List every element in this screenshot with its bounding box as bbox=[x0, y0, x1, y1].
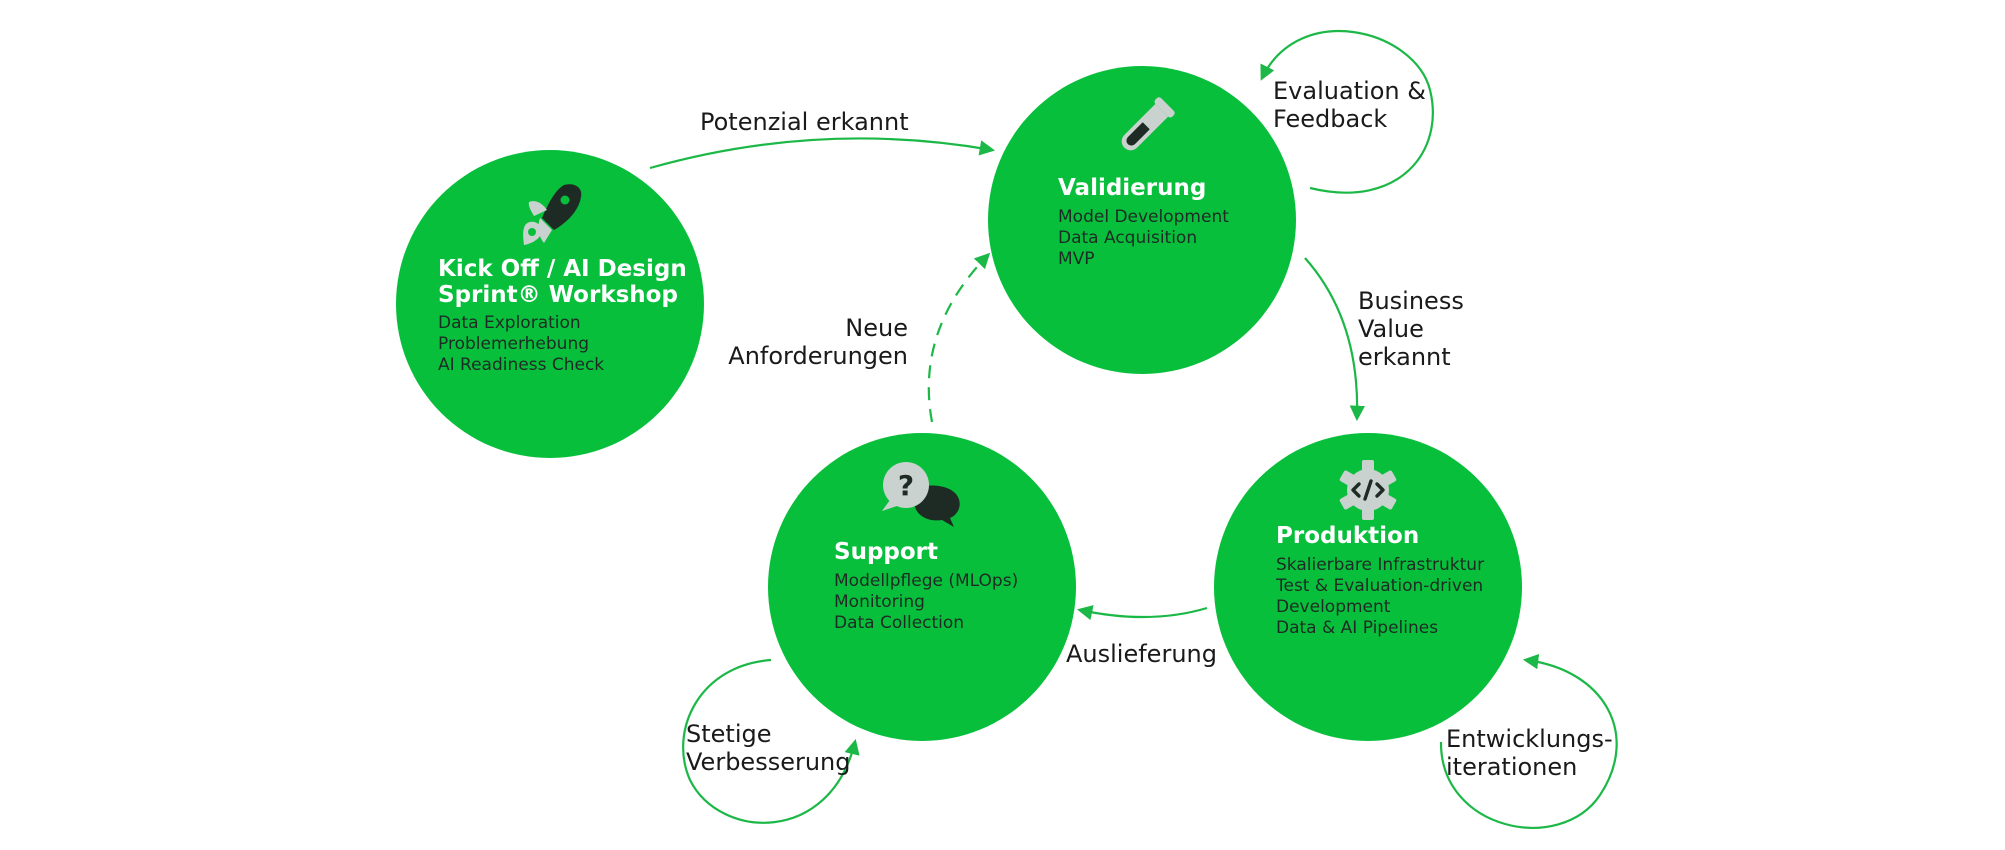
node-support-items: Modellpflege (MLOps) Monitoring Data Col… bbox=[834, 571, 1018, 634]
node-validation-item: Data Acquisition bbox=[1058, 228, 1198, 248]
label-business-value-line: Value bbox=[1358, 315, 1424, 343]
node-validation-items: Model Development Data Acquisition MVP bbox=[1058, 207, 1229, 270]
label-continuous-improvement-line: Verbesserung bbox=[686, 748, 851, 776]
node-support-item: Data Collection bbox=[834, 613, 965, 633]
node-production-title: Produktion bbox=[1276, 523, 1420, 549]
label-continuous-improvement-line: Stetige bbox=[686, 720, 772, 748]
node-validation-item: MVP bbox=[1058, 249, 1095, 269]
loop-continuous-improvement bbox=[682, 658, 860, 824]
node-production-item: Data & AI Pipelines bbox=[1276, 618, 1439, 638]
node-kickoff-items: Data Exploration Problemerhebung AI Read… bbox=[438, 313, 604, 376]
label-business-value: Business Value erkannt bbox=[1358, 287, 1464, 371]
label-new-requirements-line: Neue bbox=[845, 314, 908, 342]
node-kickoff-item: Problemerhebung bbox=[438, 334, 590, 354]
label-new-requirements-line: Anforderungen bbox=[728, 342, 908, 370]
label-continuous-improvement: Stetige Verbesserung bbox=[686, 720, 850, 776]
node-support: ? Support Modellpflege (MLOps) Monitorin… bbox=[768, 433, 1076, 741]
node-kickoff-title: Kick Off / AI Design Sprint® Workshop bbox=[438, 256, 687, 308]
label-development-iterations-line: Entwicklungs- bbox=[1446, 725, 1613, 753]
arrow-potential bbox=[649, 137, 996, 170]
node-production-item: Test & Evaluation-driven bbox=[1276, 576, 1484, 596]
node-support-item: Modellpflege (MLOps) bbox=[834, 571, 1019, 591]
node-kickoff: Kick Off / AI Design Sprint® Workshop Da… bbox=[396, 150, 704, 458]
label-delivery: Auslieferung bbox=[1066, 640, 1217, 668]
label-evaluation-feedback-line: Feedback bbox=[1273, 105, 1388, 133]
node-production: Produktion Skalierbare Infrastruktur Tes… bbox=[1214, 433, 1522, 741]
question-chat-icon: ? bbox=[882, 462, 960, 527]
loop-evaluation-feedback bbox=[1260, 30, 1434, 194]
label-business-value-line: erkannt bbox=[1358, 343, 1451, 371]
arrow-business-value bbox=[1304, 257, 1366, 422]
label-evaluation-feedback: Evaluation & Feedback bbox=[1273, 77, 1426, 133]
node-production-items: Skalierbare Infrastruktur Test & Evaluat… bbox=[1276, 555, 1484, 639]
label-evaluation-feedback-line: Evaluation & bbox=[1273, 77, 1426, 105]
label-development-iterations: Entwicklungs- iterationen bbox=[1446, 725, 1613, 781]
node-validation-title: Validierung bbox=[1058, 175, 1207, 201]
test-tube-icon bbox=[1121, 97, 1175, 151]
arrow-delivery bbox=[1076, 605, 1208, 621]
node-kickoff-item: AI Readiness Check bbox=[438, 355, 605, 375]
node-validation-item: Model Development bbox=[1058, 207, 1229, 227]
loop-development-iterations bbox=[1439, 653, 1618, 829]
node-production-item: Development bbox=[1276, 597, 1391, 617]
code-gear-icon bbox=[1339, 460, 1397, 520]
arrow-new-requirements bbox=[927, 252, 991, 423]
node-support-title: Support bbox=[834, 539, 939, 565]
label-potential: Potenzial erkannt bbox=[700, 108, 909, 136]
node-kickoff-title-line1: Kick Off / AI Design bbox=[438, 256, 687, 282]
node-validation: Validierung Model Development Data Acqui… bbox=[988, 66, 1296, 374]
node-kickoff-item: Data Exploration bbox=[438, 313, 581, 333]
node-support-item: Monitoring bbox=[834, 592, 925, 612]
node-kickoff-title-line2: Sprint® Workshop bbox=[438, 282, 678, 308]
rocket-icon bbox=[523, 184, 582, 245]
label-development-iterations-line: iterationen bbox=[1446, 753, 1578, 781]
node-production-item: Skalierbare Infrastruktur bbox=[1276, 555, 1485, 575]
label-new-requirements: Neue Anforderungen bbox=[724, 314, 908, 370]
label-business-value-line: Business bbox=[1358, 287, 1464, 315]
svg-text:?: ? bbox=[898, 469, 914, 502]
